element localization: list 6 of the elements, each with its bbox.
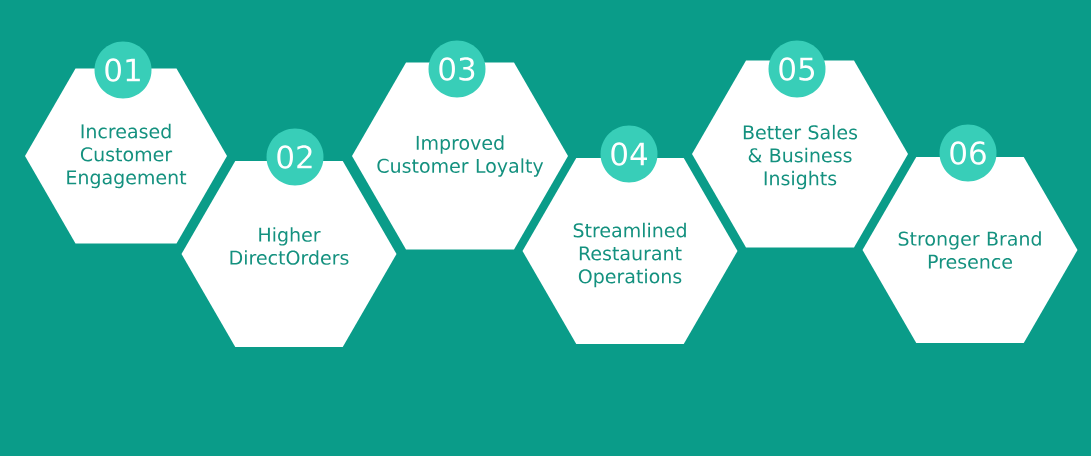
number-badge: 02 <box>266 128 324 186</box>
number-badge: 03 <box>428 40 486 98</box>
number-badge: 05 <box>768 40 826 98</box>
number-badge: 06 <box>939 124 997 182</box>
number-badge: 01 <box>94 41 152 99</box>
number-badge: 04 <box>600 125 658 183</box>
